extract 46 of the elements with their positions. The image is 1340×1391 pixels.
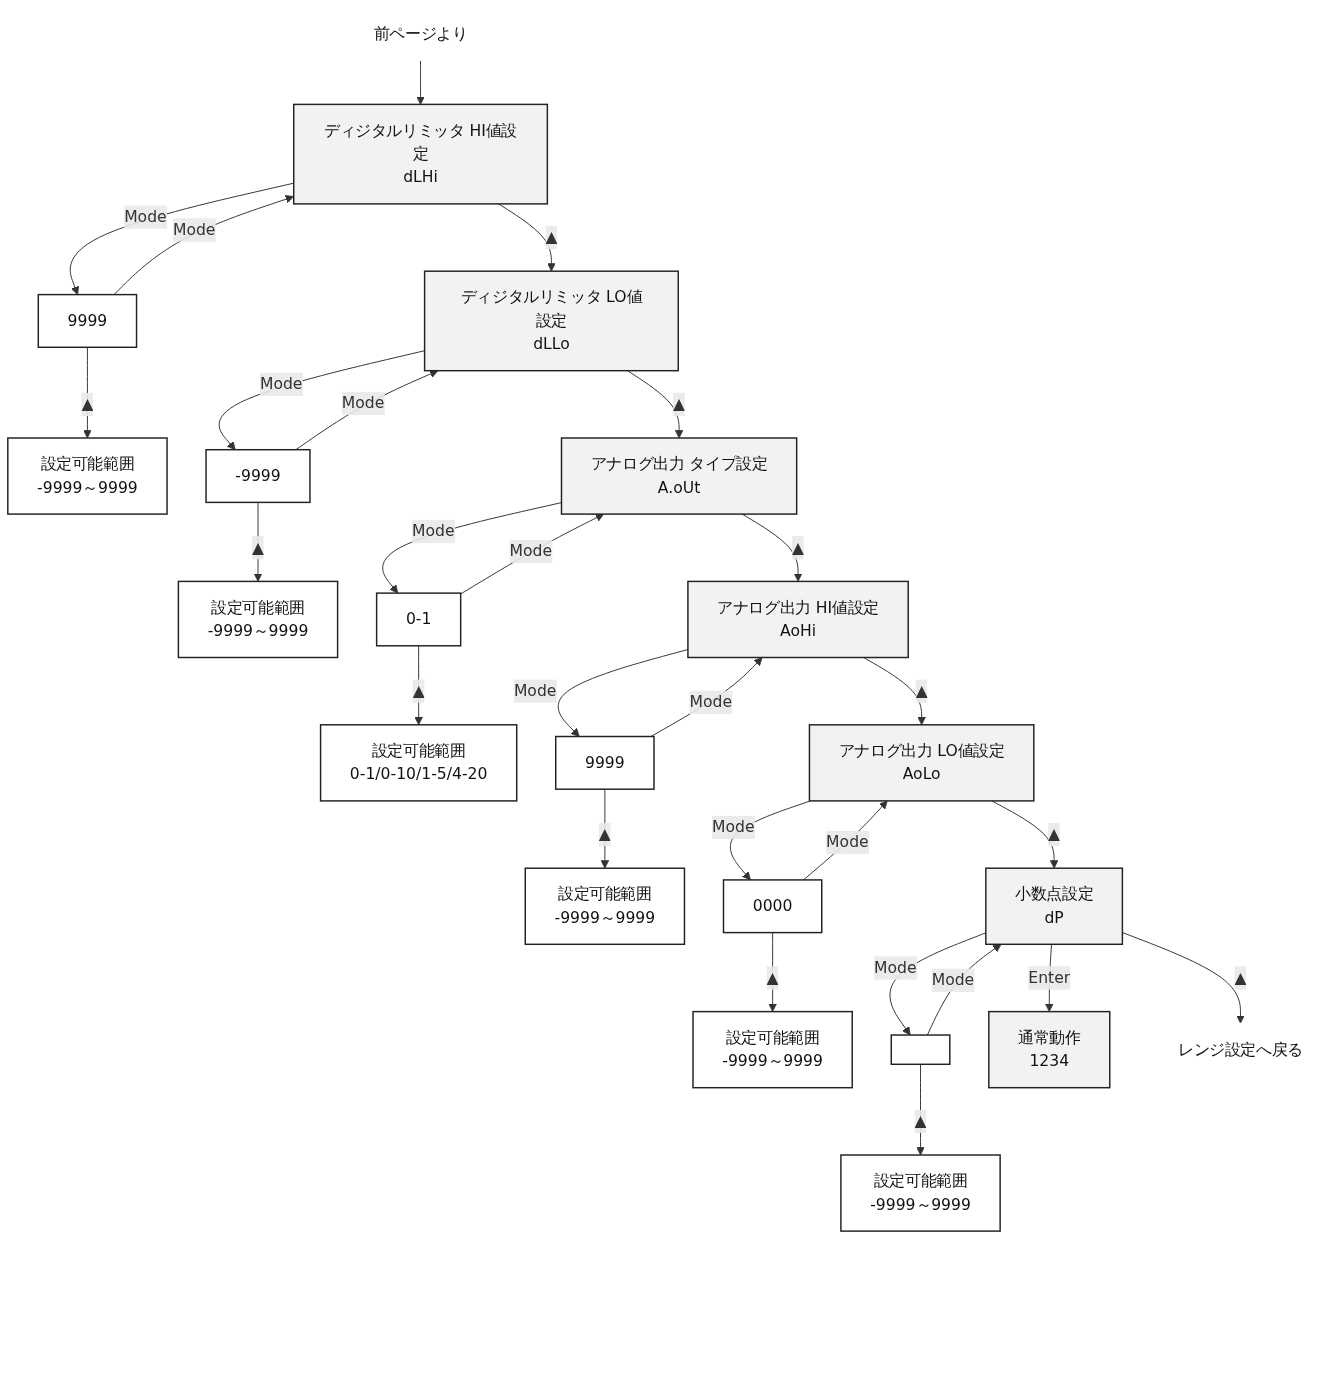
edge-label: Mode [689,692,732,712]
node-box: 9999 [555,735,655,790]
edge-label: ▲ [766,968,779,987]
edge-label: Mode [874,958,917,977]
node-box: 小数点設定 dP [985,867,1124,946]
node-box: 通常動作 1234 [988,1010,1111,1089]
node-text: レンジ設定へ戻る [1178,1039,1303,1059]
edge-label: ▲ [673,394,686,414]
node-box: アナログ出力 LO値設定 AoLo [808,724,1035,802]
edge-label: ▲ [792,538,805,557]
node-box: 設定可能範囲 -9999～9999 [524,867,686,946]
edge-label: ▲ [545,227,558,247]
node-box: アナログ出力 タイプ設定 A.oUt [560,437,798,515]
node-box: ディジタルリミッタ HI値設定 dLHi [293,103,549,205]
edge-label: Mode [412,521,455,541]
edge-label: Mode [341,393,385,413]
edge-label: Mode [711,817,755,837]
edge-label: ▲ [598,824,611,844]
edge-label: Enter [1028,968,1071,987]
node-box: ディジタルリミッタ LO値設定 dLLo [423,270,679,372]
node-box [890,1034,951,1065]
edge-label: Mode [124,207,167,226]
node-box: アナログ出力 HI値設定 AoHi [687,580,909,659]
node-box: -9999 [205,448,311,504]
node-box: 0000 [722,879,823,934]
edge-label: ▲ [914,1111,927,1131]
edge-label: Mode [826,832,869,852]
edge-label: Mode [259,374,303,394]
node-box: 9999 [37,293,138,348]
edge-label: ▲ [412,681,425,700]
edge-label: ▲ [1048,824,1061,844]
edge-label: Mode [172,220,216,239]
node-box: 設定可能範囲 -9999～9999 [692,1010,853,1089]
node-box: 設定可能範囲 -9999～9999 [177,580,339,659]
node-text: 前ページより [373,24,468,43]
edge-label: Mode [931,970,975,990]
node-box: 設定可能範囲 0-1/0-10/1-5/4-20 [319,724,518,802]
edge-label: ▲ [251,538,265,557]
edge-label: Mode [513,681,557,700]
edge-label: ▲ [915,681,928,700]
edge-label: Mode [509,541,553,561]
node-box: 設定可能範囲 -9999～9999 [840,1154,1001,1232]
edge-label: ▲ [81,394,94,414]
node-box: 0-1 [375,592,462,647]
node-box: 設定可能範囲 -9999～9999 [7,437,168,515]
edge-label: ▲ [1234,968,1247,987]
